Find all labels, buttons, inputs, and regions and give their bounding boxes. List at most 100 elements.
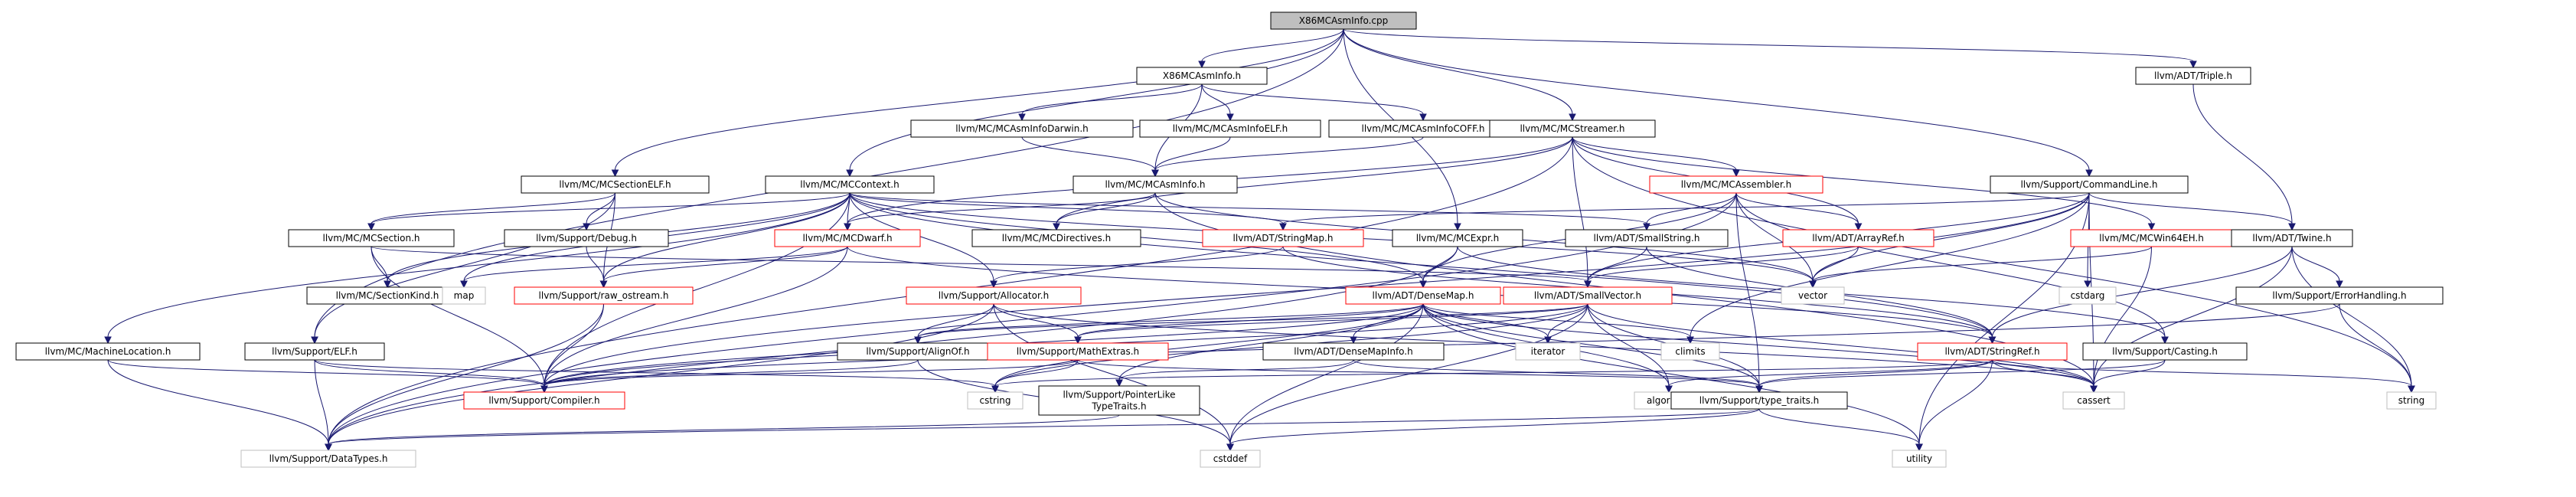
node-box-errorhandling [2235, 286, 2444, 305]
node-label-cstdarg: cstdarg [2071, 290, 2105, 301]
node-box-string [2386, 391, 2437, 410]
node-casting[interactable]: llvm/Support/Casting.h [2082, 342, 2248, 361]
node-label-triple: llvm/ADT/Triple.h [2154, 70, 2232, 81]
node-box-supportelf [244, 342, 385, 361]
node-box-densemapinfo [1262, 342, 1445, 361]
node-label-asminfo: llvm/MC/MCAsmInfo.h [1105, 179, 1205, 190]
node-x86mcasminfo_h[interactable]: X86MCAsmInfo.h [1136, 67, 1268, 85]
node-label-smallvector: llvm/ADT/SmallVector.h [1534, 290, 1641, 301]
node-triple[interactable]: llvm/ADT/Triple.h [2135, 67, 2251, 85]
edge-machinelocation-to-datatypes [107, 359, 329, 445]
node-densemapinfo[interactable]: llvm/ADT/DenseMapInfo.h [1262, 342, 1445, 361]
edge-commandline-to-vector [1812, 192, 2090, 282]
arrowhead-smallvector-to-iterator [1544, 336, 1552, 345]
node-commandline[interactable]: llvm/Support/CommandLine.h [1990, 175, 2189, 194]
node-box-mathextras [987, 342, 1169, 361]
node-label-iterator: iterator [1531, 346, 1566, 357]
node-elf_ai[interactable]: llvm/MC/MCAsmInfoELF.h [1139, 119, 1321, 138]
node-darwin[interactable]: llvm/MC/MCAsmInfoDarwin.h [910, 119, 1134, 138]
node-box-assembler [1649, 175, 1823, 194]
node-mathextras[interactable]: llvm/Support/MathExtras.h [987, 342, 1169, 361]
node-raw_ostream[interactable]: llvm/Support/raw_ostream.h [514, 286, 694, 305]
node-smallstring[interactable]: llvm/ADT/SmallString.h [1565, 229, 1729, 247]
edge-twine-to-string [2291, 246, 2412, 387]
node-alignof[interactable]: llvm/Support/AlignOf.h [837, 342, 999, 361]
node-root: X86MCAsmInfo.cpp [1270, 11, 1417, 30]
arrowhead-mcdwarf-to-raw_ostream [599, 280, 608, 289]
node-twine[interactable]: llvm/ADT/Twine.h [2231, 229, 2353, 247]
node-coff[interactable]: llvm/MC/MCAsmInfoCOFF.h [1328, 119, 1518, 138]
node-mcdwarf[interactable]: llvm/MC/MCDwarf.h [774, 229, 921, 247]
node-mcexpr[interactable]: llvm/MC/MCExpr.h [1392, 229, 1523, 247]
arrowhead-commandline-to-twine [2288, 223, 2296, 231]
edge-type_traits-to-datatypes [328, 408, 1760, 445]
node-supportelf[interactable]: llvm/Support/ELF.h [244, 342, 385, 361]
node-box-pointerlike [1038, 385, 1200, 416]
node-label-cstddef: cstddef [1213, 453, 1248, 464]
node-context[interactable]: llvm/MC/MCContext.h [765, 175, 935, 194]
node-sectionkind[interactable]: llvm/MC/SectionKind.h [306, 286, 469, 305]
node-smallvector[interactable]: llvm/ADT/SmallVector.h [1503, 286, 1673, 305]
node-box-datatypes [240, 450, 416, 468]
arrowhead-arrayref-to-smallvector [1584, 280, 1592, 289]
arrowhead-smallvector-to-alignof [914, 336, 922, 345]
node-compiler[interactable]: llvm/Support/Compiler.h [463, 391, 625, 410]
node-label-root: X86MCAsmInfo.cpp [1299, 15, 1389, 26]
node-asminfo[interactable]: llvm/MC/MCAsmInfo.h [1073, 175, 1238, 194]
node-errorhandling[interactable]: llvm/Support/ErrorHandling.h [2235, 286, 2444, 305]
edge-densemap-to-cassert [1422, 303, 2094, 387]
edge-sectionelf-to-supportelf [314, 192, 615, 338]
node-label-cassert: cassert [2077, 395, 2111, 406]
edge-errorhandling-to-string [2339, 303, 2412, 387]
edge-x86mcasminfo_h-to-coff [1201, 83, 1424, 115]
edge-mcwin64eh-to-vector [1812, 246, 2152, 282]
node-arrayref[interactable]: llvm/ADT/ArrayRef.h [1782, 229, 1934, 247]
node-stringmap[interactable]: llvm/ADT/StringMap.h [1202, 229, 1364, 247]
node-cstddef: cstddef [1200, 450, 1261, 468]
edge-densemap-to-alignof [917, 303, 1424, 338]
node-type_traits[interactable]: llvm/Support/type_traits.h [1670, 391, 1848, 410]
node-box-machinelocation [15, 342, 201, 361]
arrowhead-x86mcasminfo_h-to-darwin [1018, 113, 1026, 122]
edge-streamer-to-assembler [1572, 136, 1737, 171]
node-datatypes: llvm/Support/DataTypes.h [240, 450, 416, 468]
edge-smallvector-to-alignof [917, 303, 1588, 338]
node-debug[interactable]: llvm/Support/Debug.h [504, 229, 669, 247]
node-stringref[interactable]: llvm/ADT/StringRef.h [1917, 342, 2068, 361]
node-section[interactable]: llvm/MC/MCSection.h [288, 229, 455, 247]
edge-section-to-smallvector [371, 246, 1588, 282]
edge-smallvector-to-iterator [1547, 303, 1588, 338]
node-mcwin64eh[interactable]: llvm/MC/MCWin64EH.h [2070, 229, 2233, 247]
arrowhead-mcexpr-to-casting [2161, 336, 2169, 345]
node-label-compiler: llvm/Support/Compiler.h [488, 395, 599, 406]
node-directives[interactable]: llvm/MC/MCDirectives.h [971, 229, 1141, 247]
node-assembler[interactable]: llvm/MC/MCAssembler.h [1649, 175, 1823, 194]
node-machinelocation[interactable]: llvm/MC/MachineLocation.h [15, 342, 201, 361]
node-box-elf_ai [1139, 119, 1321, 138]
node-allocator[interactable]: llvm/Support/Allocator.h [906, 286, 1082, 305]
node-label-densemap: llvm/ADT/DenseMap.h [1373, 290, 1474, 301]
edge-sectionelf-to-section [371, 192, 615, 224]
edge-densemap-to-climits [1422, 303, 1691, 338]
edge-mcdwarf-to-map [463, 246, 848, 282]
arrowhead-stringref-to-string [2408, 385, 2415, 394]
node-streamer[interactable]: llvm/MC/MCStreamer.h [1489, 119, 1656, 138]
node-label-arrayref: llvm/ADT/ArrayRef.h [1812, 233, 1905, 244]
node-label-sectionkind: llvm/MC/SectionKind.h [336, 290, 439, 301]
arrowhead-sectionelf-to-supportelf [311, 336, 318, 345]
node-label-stringmap: llvm/ADT/StringMap.h [1233, 233, 1334, 244]
arrowhead-type_traits-to-utility [1915, 443, 1923, 452]
node-box-twine [2231, 229, 2353, 247]
node-box-darwin [910, 119, 1134, 138]
edge-densemap-to-densemapinfo [1353, 303, 1424, 338]
node-box-densemap [1345, 286, 1501, 305]
node-densemap[interactable]: llvm/ADT/DenseMap.h [1345, 286, 1501, 305]
node-label-casting: llvm/Support/Casting.h [2112, 346, 2218, 357]
edge-allocator-to-datatypes [328, 303, 994, 445]
edge-smallvector-to-algorithm [1587, 303, 1670, 387]
node-box-asminfo [1073, 175, 1238, 194]
node-sectionelf[interactable]: llvm/MC/MCSectionELF.h [521, 175, 710, 194]
node-box-utility [1892, 450, 1947, 468]
node-label-supportelf: llvm/Support/ELF.h [272, 346, 358, 357]
